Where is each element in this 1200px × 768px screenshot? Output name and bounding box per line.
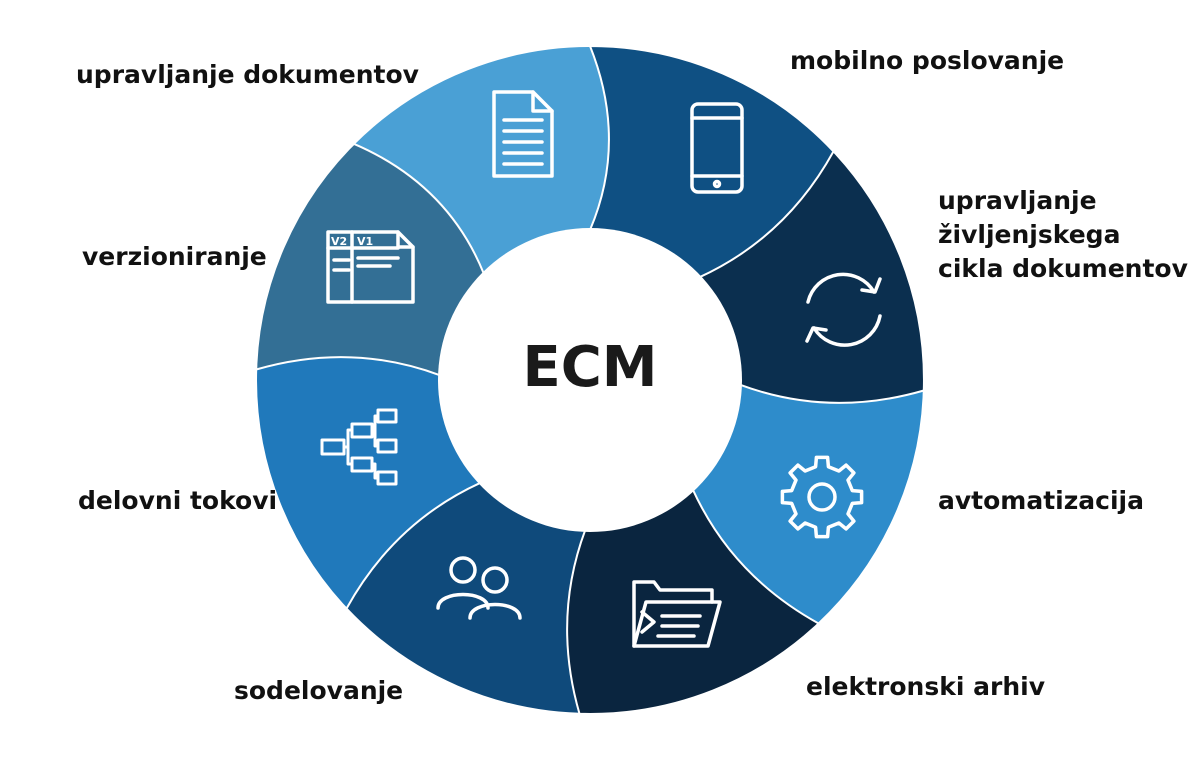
label-elektronski-arhiv: elektronski arhiv: [806, 672, 1046, 701]
gear-icon: [780, 455, 864, 539]
segment-mobilno-poslovanje: [588, 44, 835, 279]
label-avtomatizacija: avtomatizacija: [938, 486, 1144, 515]
version-mark-v1: V1: [357, 235, 373, 248]
smartphone-icon: [690, 102, 744, 194]
label-upravljanje-dokumentov: upravljanje dokumentov: [76, 60, 419, 89]
label-mobilno-poslovanje: mobilno poslovanje: [790, 46, 1065, 75]
archive-folder-icon: [632, 580, 722, 648]
refresh-cycle-icon: [805, 272, 882, 347]
version-mark-v2: V2: [331, 235, 347, 248]
label-upravljanje-zivljenjskega-cikla: upravljanje življenjskega cikla dokument…: [938, 186, 1188, 283]
label-sodelovanje: sodelovanje: [234, 676, 404, 705]
document-icon: [492, 90, 554, 178]
workflow-icon: [320, 408, 398, 486]
version-document-icon: [326, 230, 415, 304]
label-delovni-tokovi: delovni tokovi: [78, 486, 278, 515]
center-label: ECM: [522, 335, 658, 400]
center-circle: [438, 228, 742, 532]
label-verzioniranje: verzioniranje: [82, 242, 267, 271]
users-icon: [436, 556, 522, 620]
